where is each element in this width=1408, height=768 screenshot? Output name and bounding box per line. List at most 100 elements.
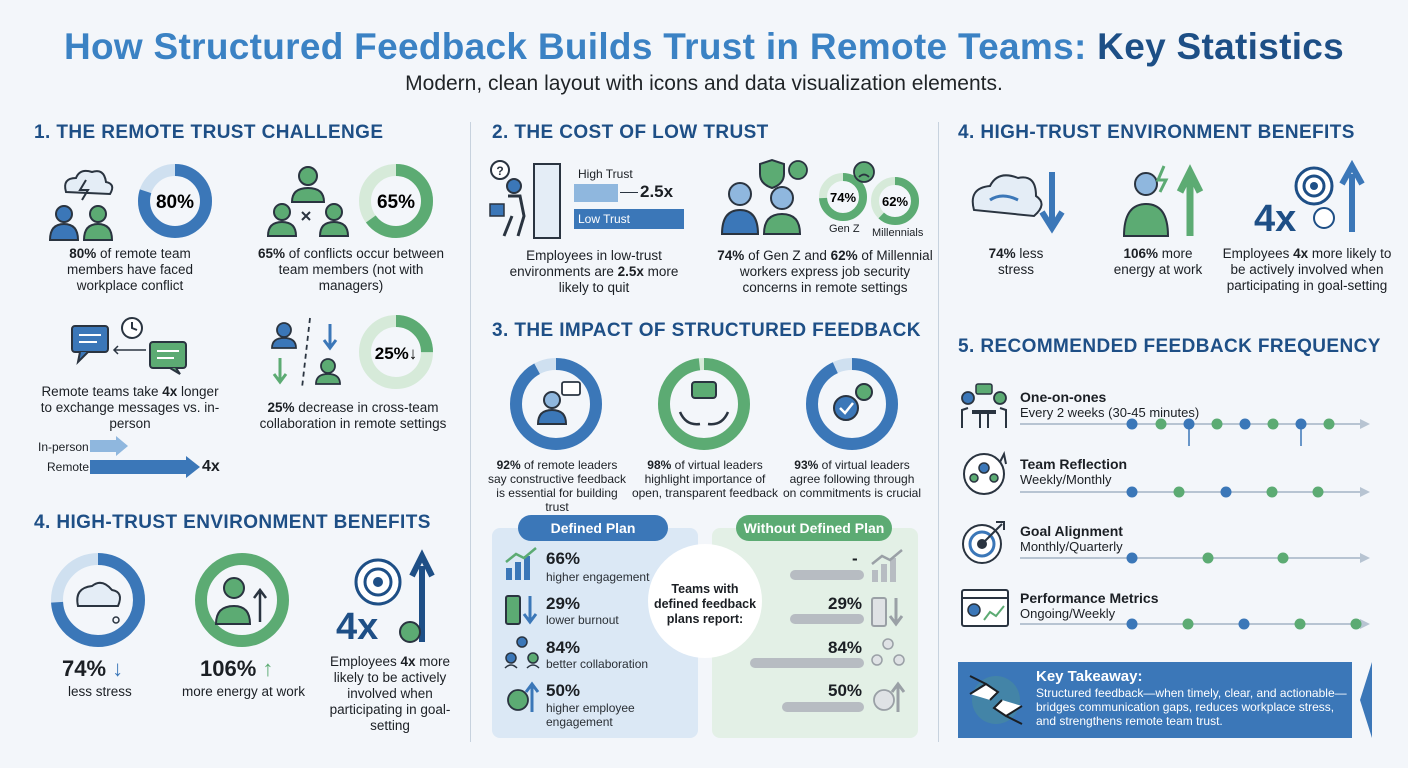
- ring-label: 65%: [377, 192, 415, 213]
- ring-label: 74%: [830, 190, 856, 205]
- remote-arrow: [90, 456, 200, 478]
- handshake-icon: [969, 675, 1023, 725]
- ring-93: [806, 358, 898, 450]
- team-conflict-icon: [48, 169, 114, 241]
- battery-down-icon: [505, 595, 538, 625]
- leader-icon: [543, 391, 561, 409]
- takeaway-text: Structured feedback—when timely, clear, …: [1036, 686, 1347, 728]
- stat-label: more energy at work: [182, 684, 306, 699]
- defined-label: lower burnout: [546, 613, 619, 627]
- timeline-goal-alignment: [1020, 552, 1370, 564]
- high-trust-bar: [574, 184, 618, 202]
- stat-text: Employees 4x more likely to be actively …: [329, 654, 451, 733]
- section2-title: 2. THE COST OF LOW TRUST: [492, 122, 769, 143]
- defined-num: 84%: [546, 638, 581, 657]
- without-num: 50%: [828, 681, 863, 700]
- relax-icon: [76, 581, 121, 607]
- up-arrow-icon: ↑: [262, 656, 274, 681]
- defined-num: 50%: [546, 681, 581, 700]
- takeaway-title: Key Takeaway:: [1036, 668, 1143, 685]
- defined-num: 29%: [546, 594, 581, 613]
- without-plan-pill: Without Defined Plan: [736, 515, 892, 541]
- genz-label: Gen Z: [829, 223, 860, 235]
- millennials-label: Millennials: [872, 227, 924, 239]
- remote-label: Remote: [47, 460, 90, 474]
- defined-label: better collaboration: [546, 657, 649, 671]
- hands-icon: [678, 411, 730, 426]
- stat-text: Employees 4x more likely to be actively …: [1222, 246, 1392, 293]
- multiplier: 2.5x: [640, 182, 674, 201]
- engagement-chart-icon-gray: [871, 549, 903, 582]
- employee-engagement-icon: [507, 681, 540, 712]
- stat-text: 80% of remote team members have faced wo…: [66, 246, 194, 293]
- battery-down-icon-gray: [871, 597, 904, 627]
- team-conflict-people-icon: [266, 166, 350, 237]
- remote-multiplier: 4x: [202, 458, 220, 475]
- freq-title: Performance Metrics: [1020, 590, 1159, 606]
- one-on-one-icon: [961, 383, 1007, 428]
- section3-title: 3. THE IMPACT OF STRUCTURED FEEDBACK: [492, 320, 921, 341]
- defined-label: higher employee engagement: [546, 701, 635, 729]
- section5-title: 5. RECOMMENDED FEEDBACK FREQUENCY: [958, 336, 1381, 357]
- ring-genz: 74%: [819, 173, 867, 221]
- without-bar: [790, 614, 864, 624]
- low-trust-bar: Low Trust: [574, 209, 684, 229]
- ring-92: [510, 358, 602, 450]
- gear-icon: [833, 395, 859, 421]
- collaboration-icon: [504, 636, 540, 669]
- without-num: -: [852, 549, 858, 568]
- in-person-arrow: [90, 436, 128, 456]
- timeline-team-reflection: [1020, 486, 1370, 498]
- stat-text: 74% of Gen Z and 62% of Millennial worke…: [717, 248, 933, 295]
- stat-label: less stress: [68, 684, 132, 699]
- without-num: 29%: [828, 594, 863, 613]
- center-text: Teams with defined feedback plans report…: [653, 582, 757, 626]
- target-goal-icon-right: [1294, 159, 1365, 232]
- stat-text: 106% more energy at work: [1113, 246, 1203, 277]
- center-circle: [648, 544, 762, 658]
- stat-text: Remote teams take 4x longer to exchange …: [40, 384, 220, 431]
- down-arrow-icon: ↓: [112, 656, 124, 681]
- stat-text: 65% of conflicts occur between team memb…: [257, 246, 445, 293]
- ring-millennials: 62%: [871, 177, 919, 225]
- shield-icon: [759, 158, 785, 190]
- divider: [470, 122, 471, 742]
- key-takeaway-banner: [958, 662, 1372, 738]
- stat-text: 93% of virtual leaders agree following t…: [782, 458, 922, 500]
- svg-text:?: ?: [496, 164, 503, 178]
- freq-sub: Weekly/Monthly: [1020, 472, 1112, 487]
- high-trust-label: High Trust: [578, 167, 633, 181]
- stat-text: 92% of remote leaders say constructive f…: [487, 458, 627, 514]
- page-title: How Structured Feedback Builds Trust in …: [63, 26, 1345, 67]
- timeline-performance-metrics: [1020, 618, 1370, 630]
- stat-text: 74% less stress: [988, 246, 1044, 277]
- without-bar: [750, 658, 864, 668]
- energy-person-icon: [1122, 164, 1204, 237]
- in-person-label: In-person: [38, 440, 89, 454]
- chat-icon: [691, 381, 717, 399]
- collaboration-icon-gray: [871, 638, 905, 666]
- target-goal-icon: [354, 549, 435, 643]
- freq-sub: Every 2 weeks (30-45 minutes): [1020, 405, 1200, 420]
- performance-metrics-icon: [961, 589, 1009, 627]
- multiplier-big: 4x: [1254, 198, 1297, 240]
- team-reflection-icon: [963, 450, 1007, 495]
- defined-label: higher engagement: [546, 570, 650, 584]
- ring-98: [658, 358, 750, 450]
- gen-people-icon: [720, 158, 808, 235]
- sad-face-icon: [853, 161, 875, 183]
- multiplier-big: 4x: [336, 606, 379, 648]
- ring-74: [51, 553, 145, 647]
- stat-num: 74% ↓: [62, 656, 124, 681]
- freq-title: Team Reflection: [1020, 456, 1128, 472]
- stat-num: 106% ↑: [200, 656, 274, 681]
- collaboration-decrease-icon: [271, 317, 341, 389]
- stat-text: 98% of virtual leaders highlight importa…: [631, 458, 779, 500]
- timeline-one-on-ones: [1020, 418, 1370, 446]
- without-bar: [782, 702, 864, 712]
- employee-engagement-icon-gray: [873, 681, 906, 712]
- without-bar: [790, 570, 864, 580]
- section4-left-title: 4. HIGH-TRUST ENVIRONMENT BENEFITS: [34, 512, 431, 533]
- freq-title: One-on-ones: [1020, 389, 1107, 405]
- stat-text: 25% decrease in cross-team collaboration…: [259, 400, 447, 431]
